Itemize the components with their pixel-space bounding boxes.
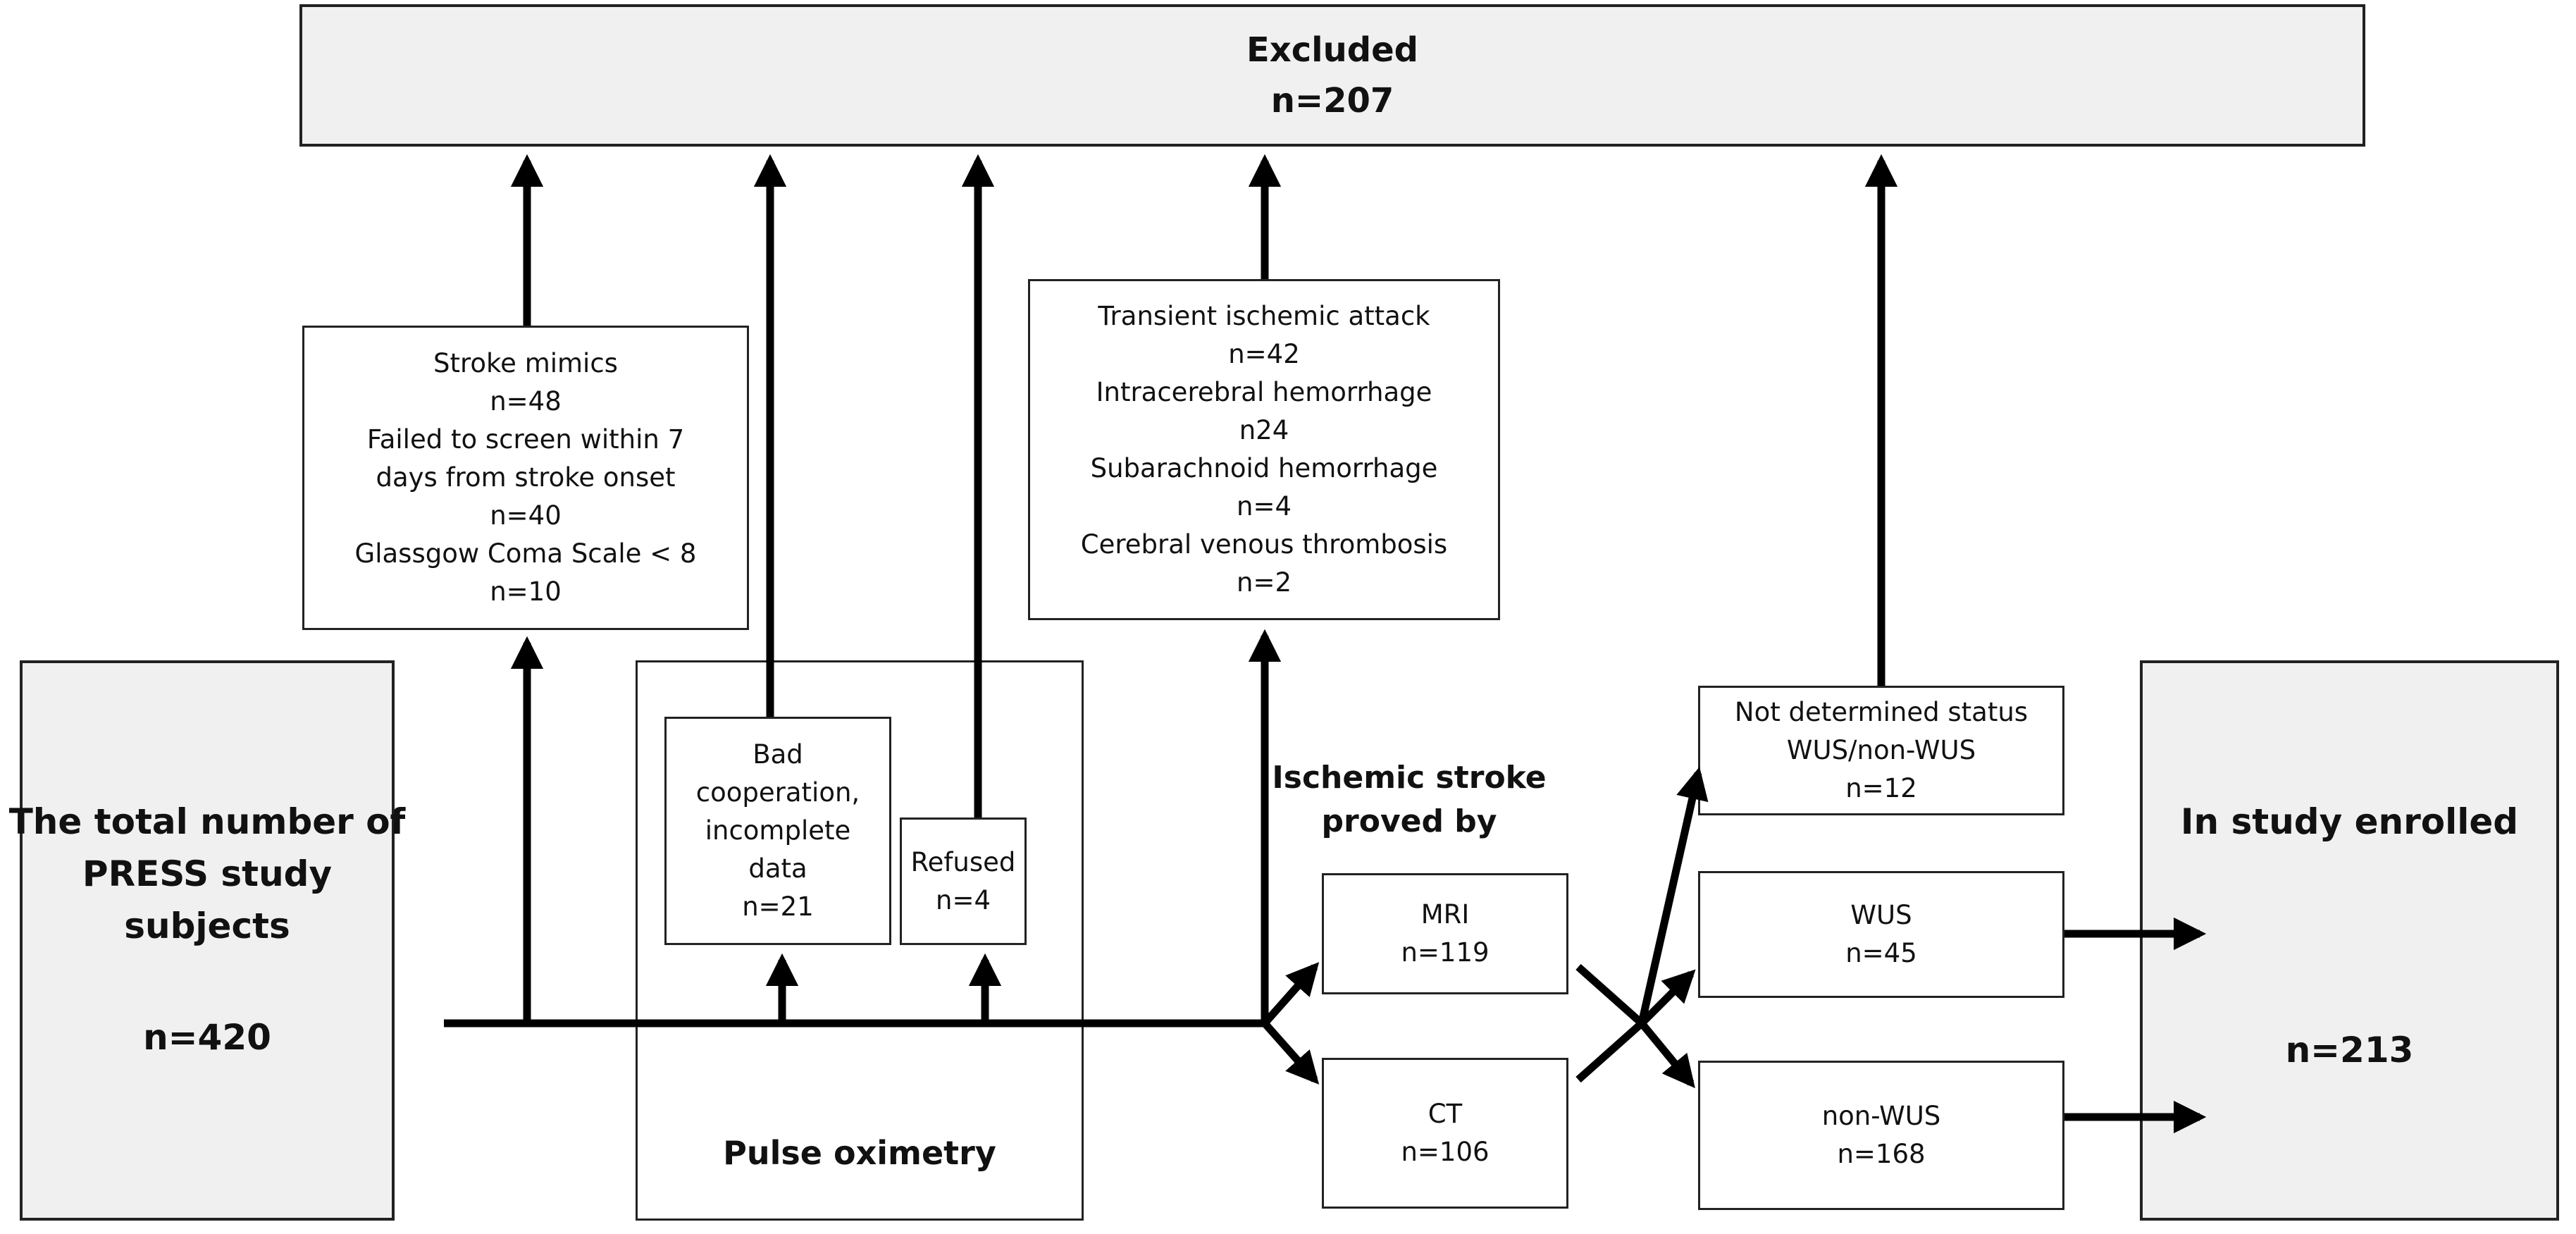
mimics-line: days from stroke onset: [376, 462, 676, 493]
not-determined-box: Not determined status WUS/non-WUS n=12: [1698, 686, 2064, 815]
non-ischemic-line: Intracerebral hemorrhage: [1096, 377, 1432, 407]
mimics-line: n=10: [490, 576, 562, 607]
total-subjects-line3: subjects: [124, 906, 290, 946]
mimics-line: n=40: [490, 500, 562, 531]
excluded-box: Excluded n=207: [299, 4, 2365, 147]
non-ischemic-line: Cerebral venous thrombosis: [1080, 529, 1448, 560]
ischemic-line1: Ischemic stroke: [1272, 760, 1547, 796]
non-ischemic-box: Transient ischemic attack n=42 Intracere…: [1028, 279, 1500, 620]
bad-cooperation-line: n=21: [742, 891, 814, 922]
refused-box: Refused n=4: [900, 817, 1027, 945]
total-subjects-line2: PRESS study: [82, 853, 333, 894]
bad-cooperation-box: Bad cooperation, incomplete data n=21: [664, 717, 891, 945]
non-ischemic-line: Subarachnoid hemorrhage: [1090, 453, 1438, 483]
mri-count: n=119: [1401, 937, 1490, 968]
non-ischemic-line: n=2: [1237, 567, 1292, 598]
total-subjects-box: The total number of PRESS study subjects…: [9, 660, 405, 1221]
wus-label: WUS: [1850, 900, 1912, 930]
ischemic-line2: proved by: [1321, 803, 1497, 839]
line-mri-to-junction: [1575, 963, 1645, 1027]
bad-cooperation-line: incomplete: [705, 815, 851, 846]
non-ischemic-line: n24: [1239, 415, 1289, 445]
wus-box: WUS n=45: [1698, 871, 2064, 998]
mimics-line: Glassgow Coma Scale < 8: [354, 538, 697, 569]
excluded-title: Excluded: [1246, 30, 1419, 70]
mri-box: MRI n=119: [1322, 873, 1568, 994]
non-ischemic-line: n=42: [1228, 339, 1300, 369]
ct-label: CT: [1428, 1099, 1463, 1129]
enrolled-box: In study enrolled n=213: [2140, 660, 2559, 1221]
arrow-to-not-determined: [1637, 766, 1709, 1025]
stroke-mimics-box: Stroke mimics n=48 Failed to screen with…: [302, 326, 749, 630]
pulse-oximetry-label: Pulse oximetry: [723, 1134, 996, 1172]
mri-label: MRI: [1420, 899, 1470, 930]
bad-cooperation-line: data: [748, 853, 807, 884]
bad-cooperation-line: Bad: [753, 739, 803, 770]
wus-count: n=45: [1845, 938, 1917, 968]
arrow-to-mri: [1261, 962, 1320, 1026]
not-determined-line: Not determined status: [1734, 697, 2029, 727]
mimics-line: Stroke mimics: [433, 348, 618, 378]
enrolled-title: In study enrolled: [2180, 801, 2519, 842]
arrow-to-ct: [1261, 1020, 1320, 1085]
excluded-count: n=207: [1270, 81, 1394, 121]
mimics-line: Failed to screen within 7: [366, 424, 685, 455]
enrolled-count: n=213: [2285, 1030, 2414, 1071]
total-subjects-line1: The total number of: [8, 801, 406, 842]
mimics-line: n=48: [490, 386, 562, 417]
ischemic-stroke-caption: Ischemic stroke proved by: [1261, 754, 1557, 846]
ct-count: n=106: [1401, 1137, 1490, 1167]
refused-label: Refused: [910, 846, 1016, 877]
not-determined-line: WUS/non-WUS: [1786, 735, 1976, 765]
refused-count: n=4: [936, 884, 991, 915]
bad-cooperation-line: cooperation,: [695, 777, 860, 808]
non-wus-count: n=168: [1837, 1139, 1926, 1169]
non-wus-label: non-WUS: [1821, 1101, 1941, 1131]
ct-box: CT n=106: [1322, 1058, 1568, 1209]
arrow-to-wus: [1639, 969, 1696, 1026]
non-ischemic-line: n=4: [1237, 491, 1292, 522]
arrow-to-non-wus: [1638, 1020, 1695, 1089]
non-wus-box: non-WUS n=168: [1698, 1061, 2064, 1210]
not-determined-line: n=12: [1845, 773, 1917, 803]
non-ischemic-line: Transient ischemic attack: [1098, 301, 1430, 331]
total-subjects-count: n=420: [143, 1017, 271, 1058]
line-ct-to-junction: [1575, 1020, 1645, 1083]
